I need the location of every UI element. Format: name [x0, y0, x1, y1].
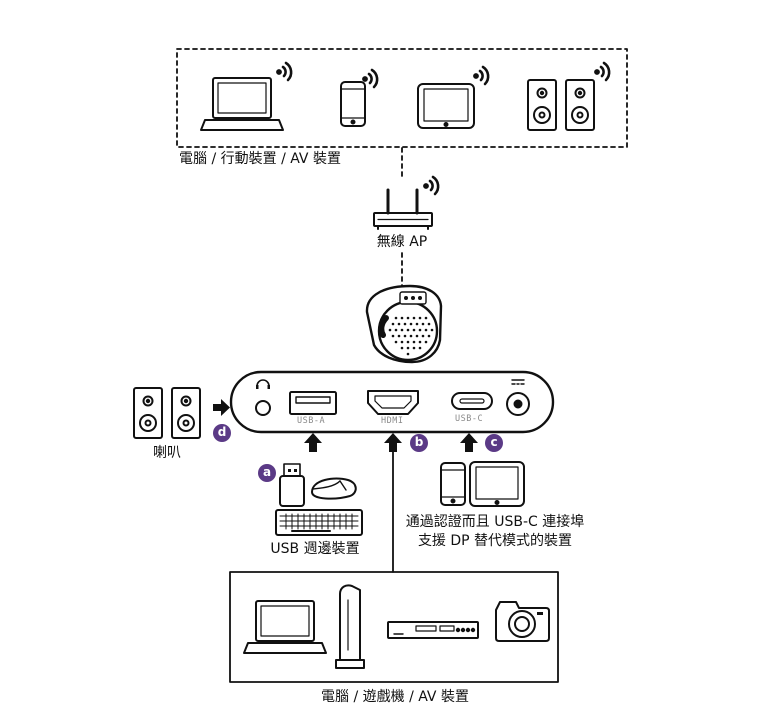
usb-peripherals-label: USB 週邊裝置	[270, 541, 360, 557]
dc-power-port	[506, 392, 530, 416]
mouse-icon	[311, 477, 357, 500]
badge-d: d	[213, 424, 231, 442]
badge-a: a	[258, 464, 276, 482]
laptop-icon	[200, 77, 284, 131]
projector-icon	[365, 284, 443, 364]
tablet-icon	[469, 461, 525, 507]
wifi-icon	[473, 65, 490, 86]
router-icon	[373, 188, 433, 230]
speaker-grille	[388, 316, 434, 356]
wired-devices-box	[229, 571, 559, 683]
speaker-icon	[171, 387, 201, 439]
wired-devices-label: 電腦 / 遊戲機 / AV 裝置	[321, 689, 469, 705]
tablet-icon	[417, 83, 475, 129]
arrow-icon	[213, 399, 230, 416]
speaker-icon	[565, 79, 595, 131]
usbc-devices-label-line1: 通過認證而且 USB-C 連接埠	[405, 514, 585, 530]
headphone-icon	[256, 379, 270, 389]
speaker-icon	[527, 79, 557, 131]
hdmi-port-label: HDMI	[381, 416, 404, 426]
audio-out-port	[255, 400, 271, 416]
laptop-icon	[243, 600, 327, 654]
usb-drive-icon	[279, 463, 305, 507]
speaker-label: 喇叭	[153, 445, 181, 461]
usb-c-port	[451, 392, 493, 410]
usb-a-port-label: USB-A	[297, 416, 326, 426]
wifi-icon	[276, 61, 293, 82]
badge-b: b	[410, 434, 428, 452]
dc-power-icon	[511, 379, 525, 385]
speaker-icon	[133, 387, 163, 439]
wireless-ap-label: 無線 AP	[376, 234, 428, 250]
wifi-icon	[594, 61, 611, 82]
wifi-icon	[362, 68, 379, 89]
arrow-icon	[304, 433, 322, 452]
keyboard-icon	[275, 509, 363, 536]
badge-c: c	[485, 434, 503, 452]
phone-icon	[440, 462, 466, 506]
projector-back-panel	[229, 370, 555, 434]
phone-icon	[340, 81, 366, 127]
camera-icon	[495, 601, 550, 642]
hdmi-port	[367, 390, 419, 415]
wifi-icon	[423, 175, 440, 196]
game-console-icon	[335, 584, 365, 669]
arrow-icon	[384, 433, 402, 452]
usbc-devices-label-line2: 支援 DP 替代模式的裝置	[417, 533, 573, 549]
wireless-devices-box	[176, 48, 628, 148]
usb-a-port	[289, 391, 337, 415]
disc-player-icon	[387, 621, 479, 639]
arrow-icon	[460, 433, 478, 452]
wireless-devices-label: 電腦 / 行動裝置 / AV 裝置	[179, 151, 341, 167]
usb-c-port-label: USB-C	[455, 414, 484, 424]
